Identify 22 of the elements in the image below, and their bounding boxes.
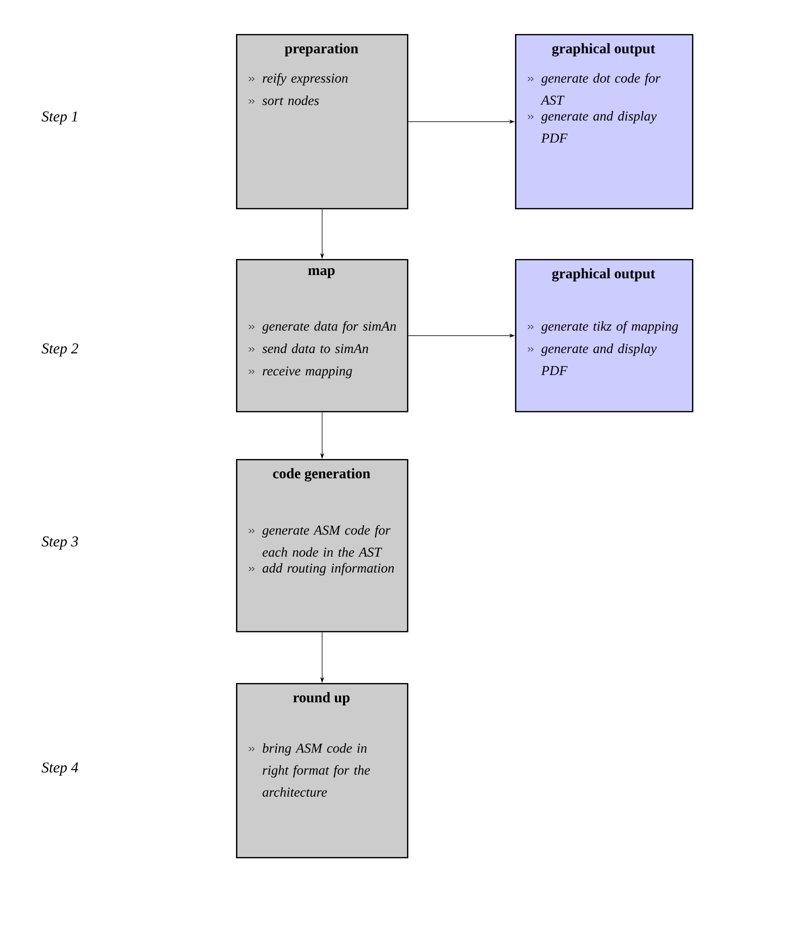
step-label: Step 4	[42, 762, 78, 776]
list-item: generate and display PDF	[541, 344, 657, 376]
list-item: generate dot code for AST	[540, 73, 660, 105]
box-heading: code generation	[273, 468, 370, 482]
list-item: reify expression	[262, 73, 348, 86]
list-item: add routing information	[262, 563, 394, 576]
list-item: send data to simAn	[262, 344, 368, 354]
step-label: Step 2	[42, 343, 78, 357]
list-item: generate data for simAn	[262, 321, 396, 334]
list-item: generate tikz of mapping	[541, 321, 678, 334]
step-label: Step 3	[42, 536, 78, 550]
list-item: bring ASM code in right format for the architecture	[262, 743, 370, 797]
list-item: sort nodes	[262, 96, 319, 106]
box-heading: map	[308, 268, 335, 278]
box-heading: round up	[293, 692, 350, 706]
box-heading: graphical output	[552, 43, 656, 56]
box-heading: preparation	[284, 43, 358, 56]
list-item: generate and display PDF	[541, 111, 657, 143]
box-heading: graphical output	[552, 268, 656, 282]
list-item: receive mapping	[262, 366, 352, 378]
list-item: generate ASM code for each node in the AST	[262, 525, 390, 557]
step-label: Step 1	[42, 111, 77, 125]
